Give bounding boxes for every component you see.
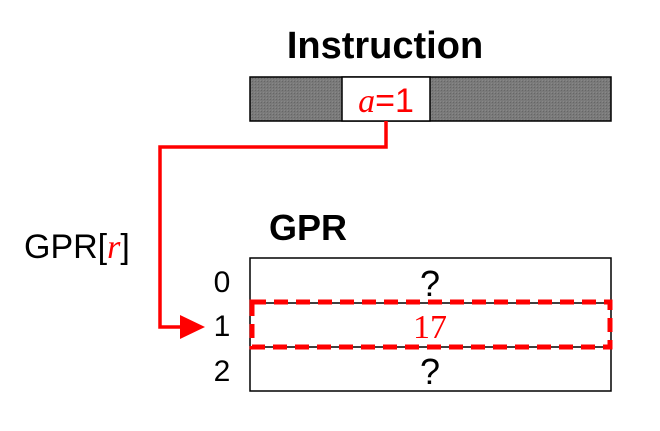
gpr-table: 0 ? 1 17 2 ? [214,257,612,392]
row-value-0: ? [420,263,440,304]
row-index-2: 2 [214,355,231,388]
row-index-0: 0 [214,266,231,299]
arrow-label-suffix: ] [120,228,129,266]
arrow-head [180,315,205,339]
row-highlight [249,299,613,350]
gpr-title: GPR [269,207,347,248]
field-variable: a [358,83,375,120]
field-value: =1 [375,82,414,120]
row-value-1: 17 [413,309,447,346]
arrow-line [158,121,388,329]
row-index-1: 1 [214,310,231,343]
instruction-bar: a=1 [249,76,612,122]
arrow-label-var: r [107,229,121,266]
arrow-label-prefix: GPR[ [24,228,108,266]
instruction-title: Instruction [287,25,483,67]
instruction-field [341,76,431,122]
instruction-field-text: a=1 [358,82,414,120]
row-value-2: ? [420,351,440,392]
index-arrow [158,121,388,339]
arrow-label: GPR[r] [24,228,130,266]
